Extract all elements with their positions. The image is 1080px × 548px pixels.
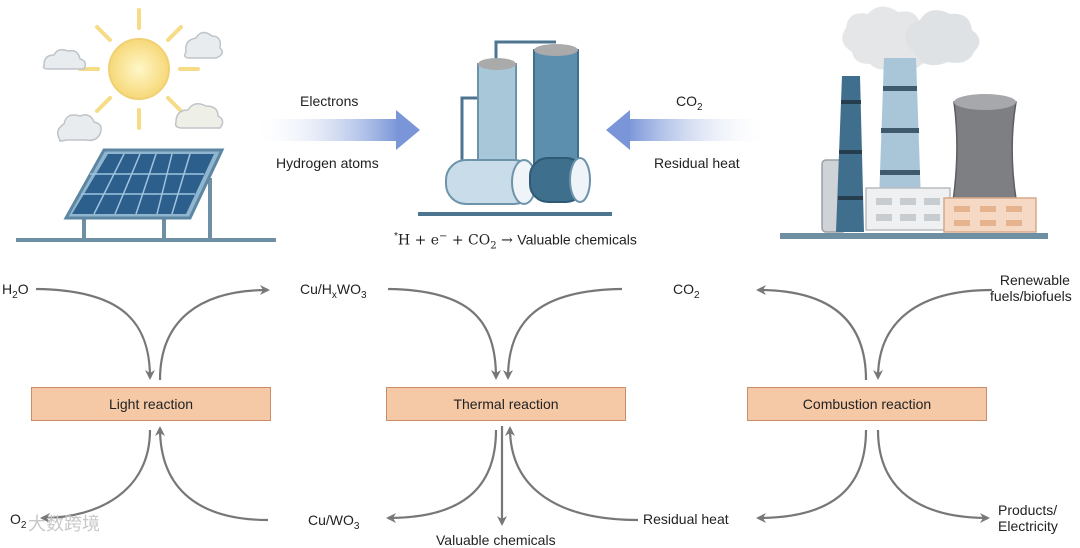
equation-minus: − [439,231,448,242]
combustion-reaction-box: Combustion reaction [747,387,987,421]
cuwo3-3: 3 [353,520,360,532]
cloud-icon [42,31,224,142]
residual-heat-cycle-label: Residual heat [643,511,729,527]
co2-top-label: CO2 [676,93,703,116]
arrow-combustion-to-products [876,429,990,523]
renewable-line1: Renewable [999,272,1070,288]
equation-rhs: Valuable chemicals [517,231,637,248]
reaction-equation: *H + e− + CO2 → Valuable chemicals [394,229,637,254]
arrow-thermal-to-cuwo3 [386,429,498,523]
cuhxwo3-label: Cu/HxWO3 [300,281,367,304]
co2-top-sub: 2 [697,101,703,113]
sun-icon [78,8,200,130]
o2-o: O [10,511,21,527]
arrow-light-to-cuhxwo3 [158,285,270,381]
factory-icon [780,6,1048,239]
watermark: 大数跨境 [28,514,100,534]
arrow-heat-to-thermal [505,426,639,522]
solar-panel-icon [16,148,276,242]
products-line2: Electricity [998,518,1058,534]
arrow-cuhxwo3-to-thermal [387,287,501,380]
h2o-sub: 2 [12,289,18,301]
reactor-icon [418,40,612,216]
co2-cycle-a: CO [673,281,694,297]
light-reaction-box: Light reaction [31,387,271,421]
co2-cycle-label: CO2 [673,281,700,304]
arrow-co2-to-thermal [503,287,623,380]
products-electricity-label: Products/Electricity [998,502,1058,534]
arrow-fuels-to-combustion [873,288,993,380]
h2o-label: H2O [2,281,29,304]
h2o-o: O [17,281,29,297]
cuwo3-label: Cu/WO3 [308,512,359,535]
thermal-reaction-box: Thermal reaction [386,387,626,421]
hydrogen-atoms-label: Hydrogen atoms [276,155,379,171]
o2-label: O2 [10,511,26,534]
residual-heat-top-label: Residual heat [654,155,740,171]
arrow-combustion-to-co2 [756,285,868,381]
cuhxwo3-x: x [331,289,337,301]
valuable-chemicals-label: Valuable chemicals [436,532,556,548]
electrons-flow-arrow [252,110,420,150]
co2-top-text: CO [676,93,697,109]
products-line1: Products/ [998,502,1058,518]
cuhxwo3-b: WO [336,281,362,297]
o2-sub: 2 [20,519,27,531]
co2-cycle-sub: 2 [694,289,700,301]
co2-flow-arrow [606,110,770,150]
equation-star: * [394,231,398,242]
electrons-label: Electrons [300,93,359,109]
arrow-cuwo3-to-light [155,426,269,522]
cuhxwo3-a: Cu/H [300,281,332,297]
equation-lhs: H + e [397,232,440,249]
cuhxwo3-3: 3 [361,289,367,301]
equation-arrow: → [496,232,518,249]
arrow-combustion-to-heat [756,429,868,523]
equation-sub2: 2 [490,240,497,252]
cycle-arrows [35,285,993,526]
arrow-light-to-o2 [40,429,152,523]
equation-co: + CO [447,232,491,249]
h2o-h: H [2,281,13,297]
arrow-h2o-to-light [35,287,155,380]
cuwo3-a: Cu/WO [308,512,354,528]
renewable-line2: fuels/biofuels [990,288,1072,304]
